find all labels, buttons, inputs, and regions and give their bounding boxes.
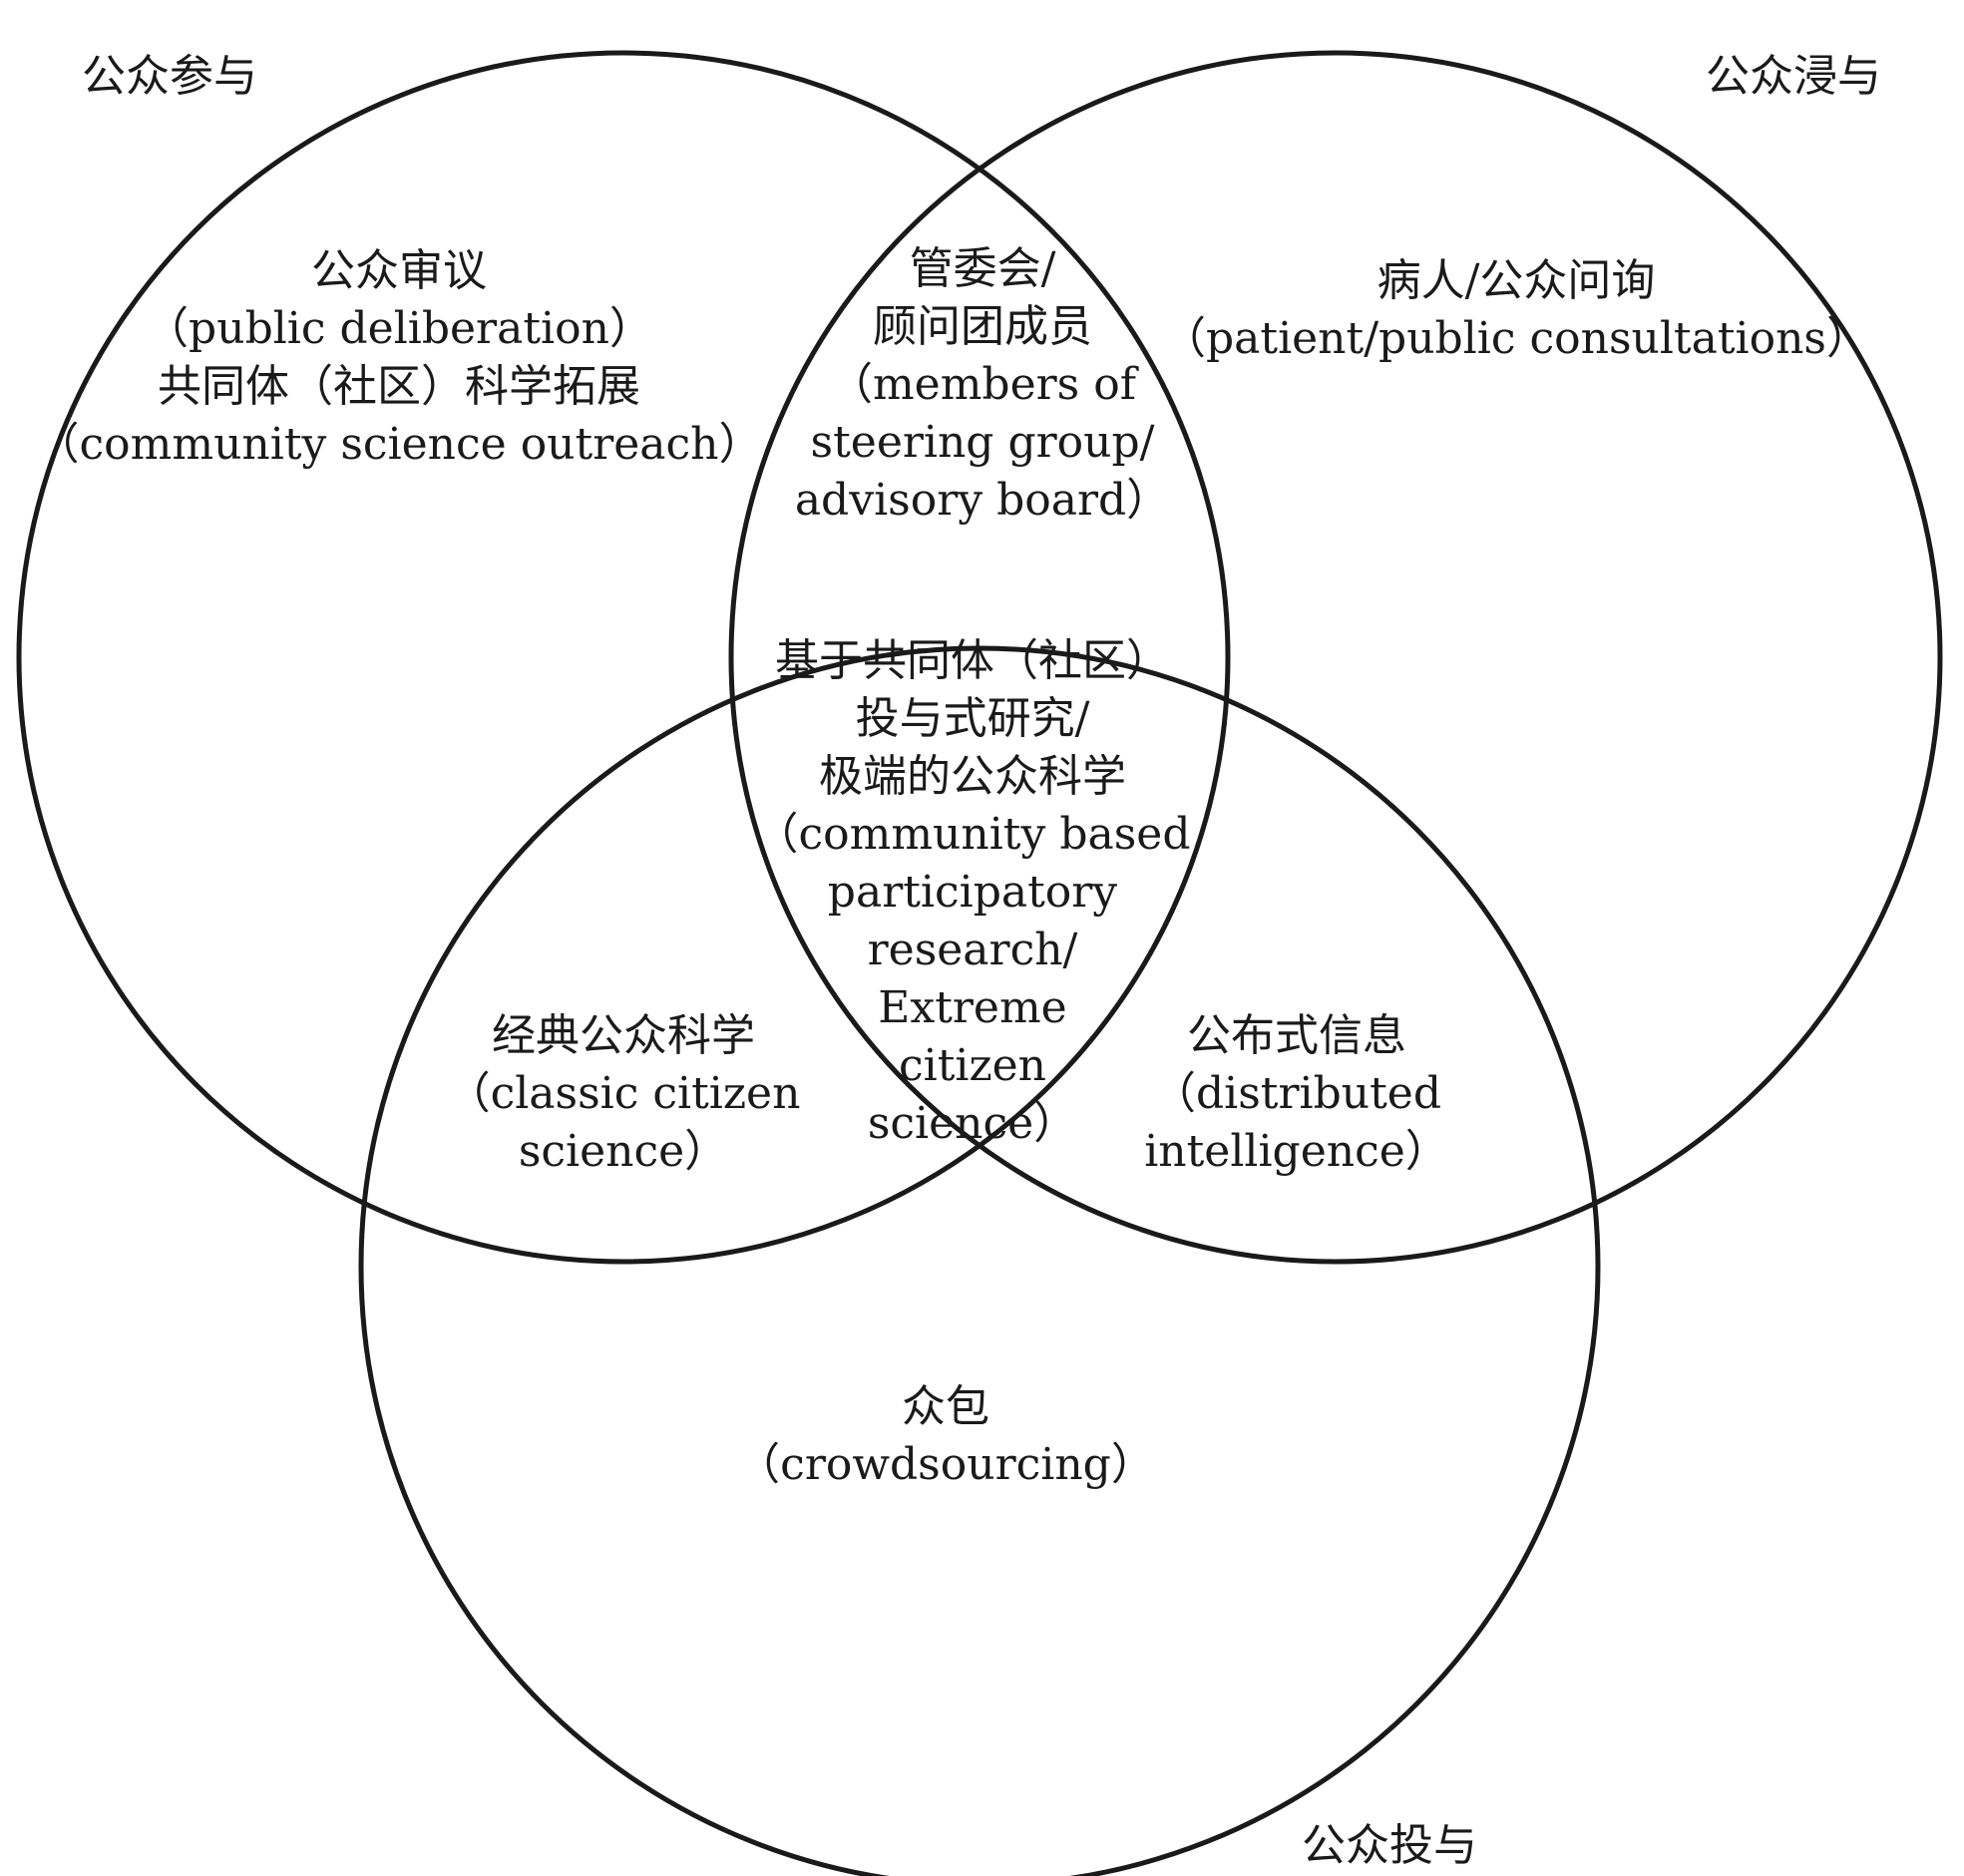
circle-public-participation — [16, 50, 1231, 1265]
set-label-public-immersion: 公众浸与 — [1706, 51, 1881, 102]
region-line: 病人/公众问询 — [1376, 255, 1656, 306]
region-distributed-intelligence: 公布式信息 （distributed intelligence） — [1144, 1007, 1449, 1181]
region-line: science） — [867, 1098, 1078, 1149]
region-line: 基于共同体（社区） — [774, 635, 1170, 686]
region-line: citizen — [898, 1040, 1047, 1091]
region-line: （patient/public consultations） — [1161, 313, 1871, 364]
region-line: 众包 — [902, 1381, 989, 1432]
region-line: steering group/ — [810, 417, 1155, 468]
region-line: 投与式研究/ — [855, 693, 1090, 744]
region-line: 极端的公众科学 — [818, 751, 1126, 802]
region-line: 经典公众科学 — [492, 1010, 755, 1061]
region-line: advisory board） — [794, 475, 1171, 526]
set-label-public-engagement: 公众投与 — [1302, 1820, 1477, 1871]
region-line: 顾问团成员 — [873, 301, 1092, 352]
region-line: 公众审议 — [311, 245, 487, 296]
region-line: intelligence） — [1144, 1126, 1449, 1177]
region-line: （public deliberation） — [145, 303, 653, 354]
region-line: participatory — [827, 867, 1118, 918]
circle-public-engagement — [358, 645, 1601, 1876]
region-crowdsourcing: 众包 （crowdsourcing） — [736, 1378, 1155, 1494]
region-line: 管委会/ — [909, 243, 1056, 294]
region-line: （crowdsourcing） — [736, 1439, 1155, 1490]
region-public-deliberation: 公众审议 （public deliberation） 共同体（社区）科学拓展 （… — [36, 242, 763, 474]
region-line: science） — [518, 1126, 729, 1177]
region-community-based-research: 基于共同体（社区） 投与式研究/ 极端的公众科学 （community base… — [754, 632, 1190, 1153]
region-line: （distributed — [1151, 1068, 1441, 1119]
region-line: 公布式信息 — [1186, 1010, 1406, 1061]
region-line: （community based — [754, 809, 1191, 860]
region-line: Extreme — [878, 982, 1067, 1033]
region-line: （classic citizen — [446, 1068, 801, 1119]
region-patient-consultations: 病人/公众问询 （patient/public consultations） — [1162, 252, 1870, 368]
region-line: 共同体（社区）科学拓展 — [158, 361, 640, 412]
set-label-public-participation: 公众参与 — [82, 51, 257, 102]
circle-public-immersion — [728, 50, 1943, 1265]
region-classic-citizen-science: 经典公众科学 （classic citizen science） — [447, 1007, 801, 1181]
region-steering-group: 管委会/ 顾问团成员 （members of steering group/ a… — [795, 240, 1170, 530]
region-line: （members of — [828, 359, 1137, 410]
region-line: research/ — [867, 925, 1078, 975]
region-line: （community science outreach） — [35, 419, 763, 470]
